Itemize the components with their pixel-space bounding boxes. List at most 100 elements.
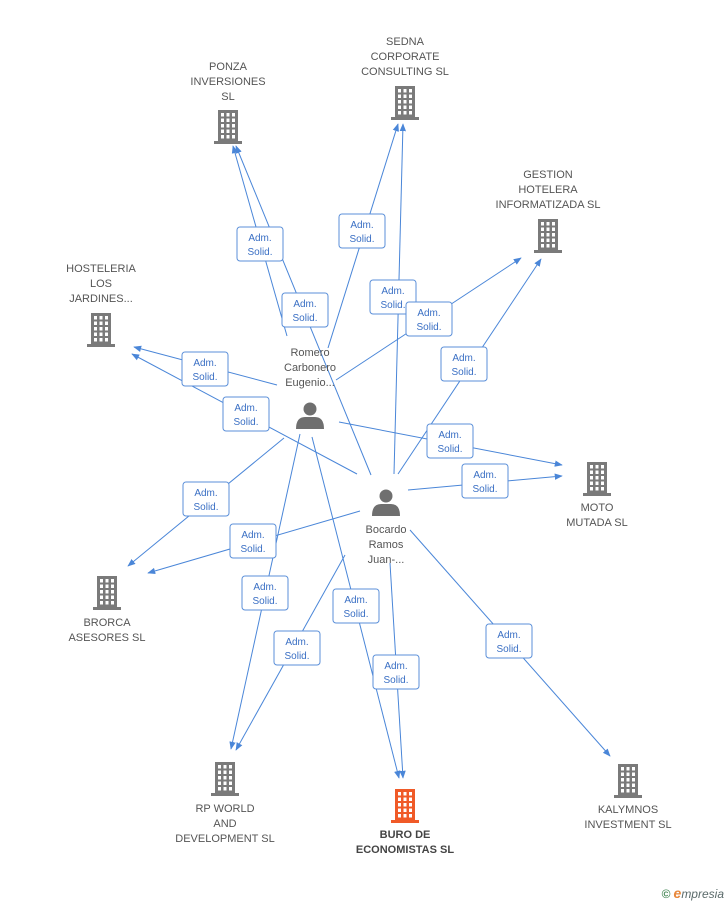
node-buro[interactable]: BURO DE ECONOMISTAS SL [356, 789, 454, 856]
edge-label-box [369, 279, 417, 315]
building-icon[interactable] [214, 110, 242, 144]
node-label-buro[interactable]: BURO DE [380, 829, 431, 841]
node-label-bocardo[interactable]: Juan-... [368, 554, 405, 566]
edge-label-bocardo-gestion[interactable]: Adm.Solid. [440, 346, 488, 382]
node-label-sedna[interactable]: CORPORATE [371, 51, 440, 63]
edge-label-bocardo-sedna[interactable]: Adm.Solid. [369, 279, 417, 315]
node-rpworld[interactable]: RP WORLD AND DEVELOPMENT SL [175, 762, 275, 845]
node-kalymnos[interactable]: KALYMNOS INVESTMENT SL [584, 764, 672, 831]
node-label-hosteleria[interactable]: HOSTELERIA [66, 263, 136, 275]
node-label-ponza[interactable]: PONZA [209, 61, 248, 73]
edge-label-text: Solid. [292, 313, 317, 324]
node-label-kalymnos[interactable]: KALYMNOS [598, 804, 658, 816]
edge-label-text: Adm. [344, 595, 367, 606]
edge-label-text: Adm. [234, 403, 257, 414]
building-icon[interactable] [614, 764, 642, 798]
edge-label-bocardo-ponza[interactable]: Adm.Solid. [281, 292, 329, 328]
edge-label-romero-sedna[interactable]: Adm.Solid. [338, 213, 386, 249]
person-icon[interactable] [296, 402, 324, 430]
node-label-moto[interactable]: MUTADA SL [566, 517, 628, 529]
edge-label-text: Adm. [497, 630, 520, 641]
node-label-rpworld[interactable]: AND [213, 818, 236, 830]
node-label-romero[interactable]: Carbonero [284, 362, 336, 374]
edge-label-romero-brorca[interactable]: Adm. Solid. [182, 481, 230, 517]
node-ponza[interactable]: PONZA INVERSIONES SL [190, 61, 266, 144]
edge-label-text: Adm. [193, 358, 216, 369]
edge-label-text: Solid. [284, 651, 309, 662]
edge-label-romero-hosteleria[interactable]: Adm. Solid. [181, 351, 229, 387]
node-label-ponza[interactable]: SL [221, 91, 234, 103]
node-label-rpworld[interactable]: DEVELOPMENT SL [175, 833, 274, 845]
edge-label-bocardo-kalymnos[interactable]: Adm. Solid. [485, 623, 533, 659]
node-label-moto[interactable]: MOTO [581, 502, 614, 514]
node-label-kalymnos[interactable]: INVESTMENT SL [584, 819, 671, 831]
edge-label-text: Solid. [496, 644, 521, 655]
node-label-sedna[interactable]: SEDNA [386, 36, 425, 48]
node-label-gestion[interactable]: INFORMATIZADA SL [496, 199, 601, 211]
edge-label-text: Adm. [194, 488, 217, 499]
edge-label-romero-gestion[interactable]: Adm.Solid. [405, 301, 453, 337]
edge-label-box [273, 630, 321, 666]
node-label-ponza[interactable]: INVERSIONES [190, 76, 265, 88]
edge-label-text: Adm. [241, 530, 264, 541]
edge-label-text: Adm. [473, 470, 496, 481]
building-icon[interactable] [391, 789, 419, 823]
building-icon[interactable] [391, 86, 419, 120]
edge-label-box [229, 523, 277, 559]
node-label-romero[interactable]: Eugenio... [285, 377, 335, 389]
edge-label-box [485, 623, 533, 659]
edge-label-romero-buro[interactable]: Adm.Solid. [332, 588, 380, 624]
edge-label-bocardo-brorca[interactable]: Adm.Solid. [229, 523, 277, 559]
edge-label-box [241, 575, 289, 611]
node-label-gestion[interactable]: HOTELERA [518, 184, 578, 196]
edge-label-box [222, 396, 270, 432]
node-moto[interactable]: MOTO MUTADA SL [566, 462, 628, 529]
edge-label-box [236, 226, 284, 262]
node-hosteleria[interactable]: HOSTELERIA LOS JARDINES... [66, 263, 137, 347]
edge-label-text: Solid. [349, 234, 374, 245]
edge-label-text: Solid. [193, 502, 218, 513]
node-label-sedna[interactable]: CONSULTING SL [361, 66, 449, 78]
building-icon[interactable] [87, 313, 115, 347]
node-label-romero[interactable]: Romero [290, 347, 329, 359]
node-label-hosteleria[interactable]: JARDINES... [69, 293, 133, 305]
edge-label-text: Adm. [248, 233, 271, 244]
edge-label-bocardo-hosteleria[interactable]: Adm.Solid. [222, 396, 270, 432]
edge-labels: Adm. Solid. Adm. Solid. Adm. Solid. Adm. Solid.… [181, 213, 533, 690]
person-icon[interactable] [372, 489, 400, 517]
node-label-bocardo[interactable]: Ramos [369, 539, 404, 551]
edge-label-bocardo-moto[interactable]: Adm.Solid. [461, 463, 509, 499]
edge-label-text: Solid. [192, 372, 217, 383]
building-icon[interactable] [211, 762, 239, 796]
edge-label-box [461, 463, 509, 499]
building-icon[interactable] [534, 219, 562, 253]
building-icon[interactable] [93, 576, 121, 610]
edge-label-text: Adm. [381, 286, 404, 297]
edge-label-box [440, 346, 488, 382]
node-label-brorca[interactable]: ASESORES SL [68, 632, 145, 644]
node-label-bocardo[interactable]: Bocardo [366, 524, 407, 536]
edge-label-text: Adm. [417, 308, 440, 319]
edge-label-box [281, 292, 329, 328]
node-label-gestion[interactable]: GESTION [523, 169, 573, 181]
node-label-buro[interactable]: ECONOMISTAS SL [356, 844, 454, 856]
node-sedna[interactable]: SEDNA CORPORATE CONSULTING SL [361, 36, 449, 120]
edge-label-box [182, 481, 230, 517]
building-icon[interactable] [583, 462, 611, 496]
edge-label-romero-moto[interactable]: Adm.Solid. [426, 423, 474, 459]
node-label-hosteleria[interactable]: LOS [90, 278, 112, 290]
edge-label-text: Adm. [253, 582, 276, 593]
node-label-rpworld[interactable]: RP WORLD [195, 803, 254, 815]
node-gestion[interactable]: GESTION HOTELERA INFORMATIZADA SL [496, 169, 601, 253]
edge-label-bocardo-rpworld[interactable]: Adm.Solid. [273, 630, 321, 666]
node-bocardo[interactable]: BocardoRamosJuan-... [366, 489, 407, 567]
edge-label-romero-ponza[interactable]: Adm.Solid. [236, 226, 284, 262]
edge-label-romero-rpworld[interactable]: Adm.Solid. [241, 575, 289, 611]
edge-label-text: Adm. [452, 353, 475, 364]
node-brorca[interactable]: BRORCA ASESORES SL [68, 576, 146, 644]
edge-label-bocardo-buro[interactable]: Adm.Solid. [372, 654, 420, 690]
brand-logo: empresia [673, 885, 724, 901]
node-label-brorca[interactable]: BRORCA [83, 617, 131, 629]
node-romero[interactable]: RomeroCarboneroEugenio... [284, 347, 336, 429]
